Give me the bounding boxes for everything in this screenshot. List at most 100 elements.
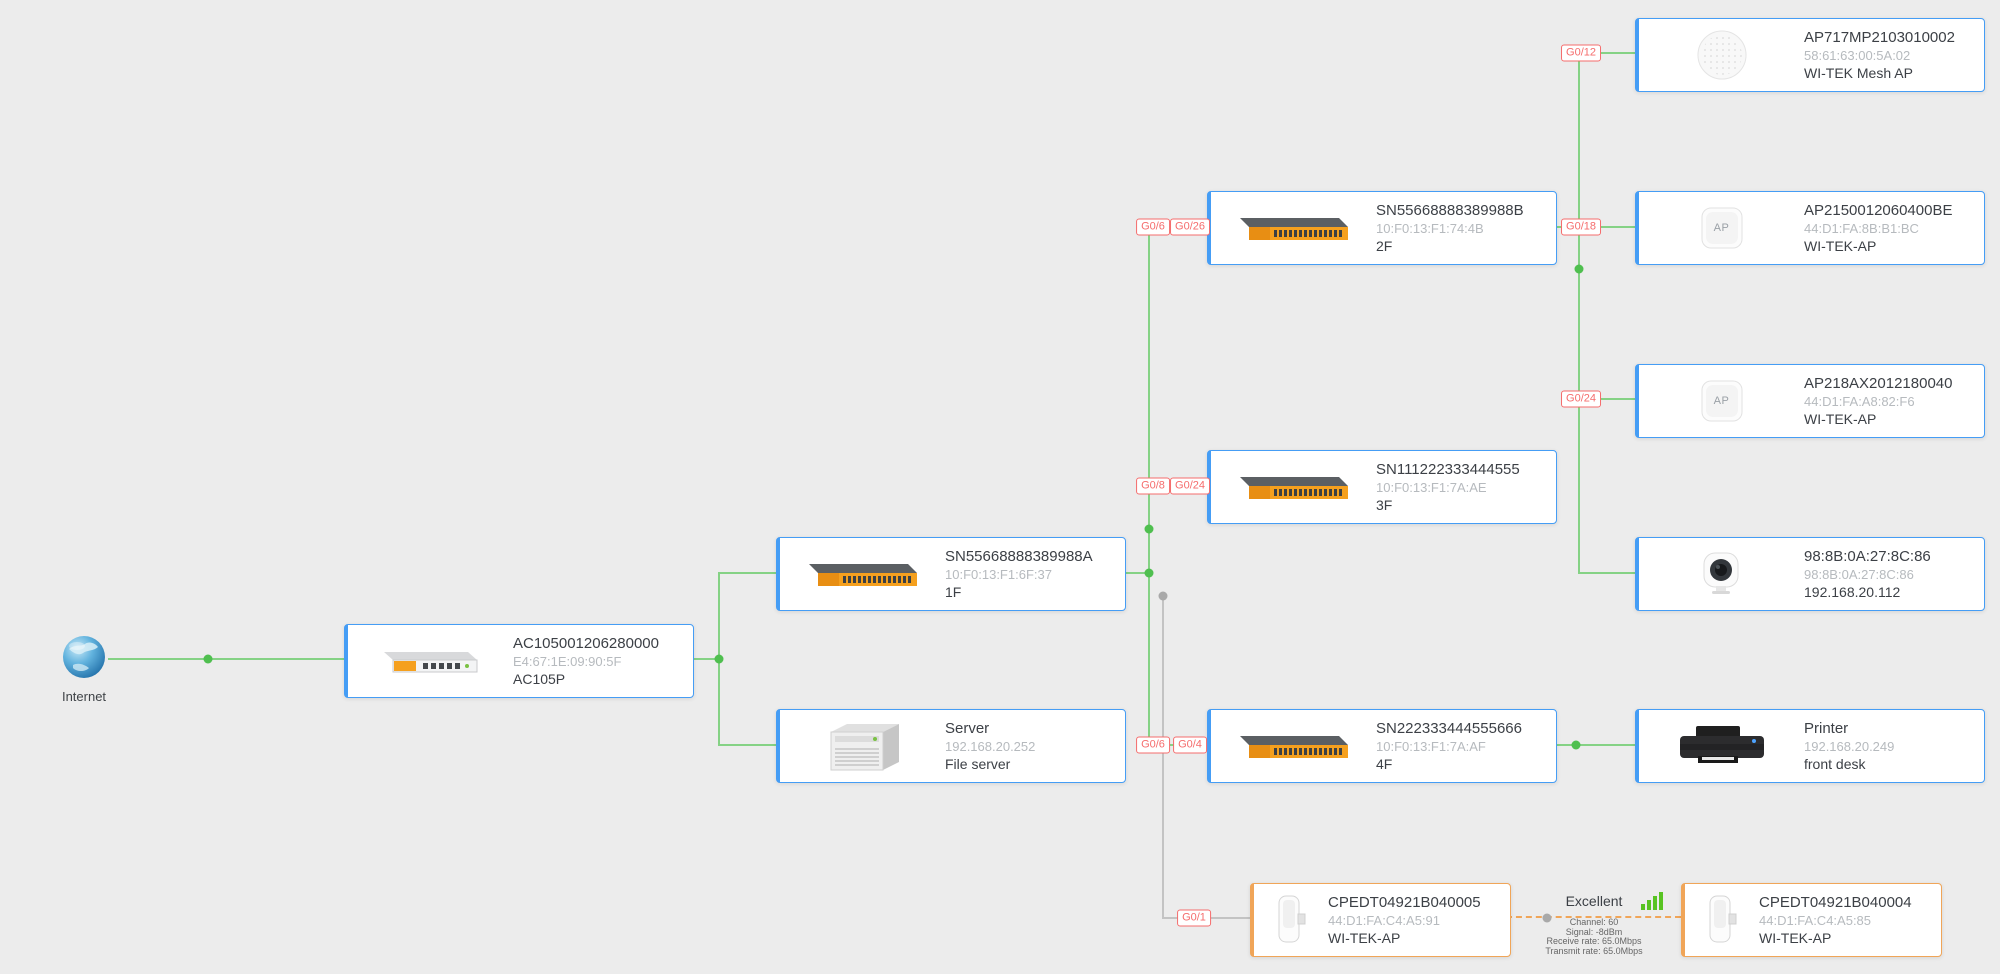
link-dot bbox=[1574, 264, 1584, 274]
device-name: CPEDT04921B040005 bbox=[1328, 893, 1481, 911]
node-switch-2f[interactable]: SN55668888389988B 10:F0:13:F1:74:4B 2F bbox=[1207, 191, 1557, 265]
camera-icon bbox=[1639, 538, 1804, 610]
node-file-server[interactable]: Server 192.168.20.252 File server bbox=[776, 709, 1126, 783]
device-mac: E4:67:1E:09:90:5F bbox=[513, 653, 622, 669]
device-ip: 192.168.20.249 bbox=[1804, 738, 1895, 754]
device-mac: 10:F0:13:F1:7A:AE bbox=[1376, 479, 1487, 495]
cpe-icon bbox=[1685, 884, 1759, 956]
signal-strength-icon bbox=[1641, 891, 1667, 916]
mesh-ap-icon bbox=[1639, 19, 1804, 91]
device-note: WI-TEK-AP bbox=[1804, 237, 1877, 254]
link-dot-inactive bbox=[1158, 591, 1168, 601]
device-note: front desk bbox=[1804, 755, 1866, 772]
link-dot bbox=[1144, 524, 1154, 534]
link-line-inactive bbox=[1162, 595, 1164, 919]
device-note: 3F bbox=[1376, 496, 1393, 513]
device-mac: 98:8B:0A:27:8C:86 bbox=[1804, 566, 1914, 582]
switch-icon bbox=[1211, 710, 1376, 782]
link-line bbox=[719, 744, 776, 746]
device-ip: 192.168.20.112 bbox=[1804, 583, 1901, 600]
port-label-ap2150[interactable]: G0/18 bbox=[1561, 218, 1601, 236]
wireless-quality: Excellent bbox=[1565, 893, 1623, 909]
ap-icon: AP bbox=[1639, 192, 1804, 264]
switch-icon bbox=[1211, 451, 1376, 523]
device-mac: 44:D1:FA:C4:A5:91 bbox=[1328, 912, 1441, 928]
node-switch-4f[interactable]: SN222333444555666 10:F0:13:F1:7A:AF 4F bbox=[1207, 709, 1557, 783]
device-name: AP717MP2103010002 bbox=[1804, 28, 1955, 46]
internet-node[interactable]: Internet bbox=[38, 634, 130, 704]
node-ac-controller[interactable]: AC105001206280000 E4:67:1E:09:90:5F AC10… bbox=[344, 624, 694, 698]
device-name: 98:8B:0A:27:8C:86 bbox=[1804, 547, 1931, 565]
node-ip-camera[interactable]: 98:8B:0A:27:8C:86 98:8B:0A:27:8C:86 192.… bbox=[1635, 537, 1985, 611]
node-cpe-1[interactable]: CPEDT04921B040005 44:D1:FA:C4:A5:91 WI-T… bbox=[1250, 883, 1511, 957]
device-note: AC105P bbox=[513, 670, 566, 687]
port-label-sw2f-b[interactable]: G0/26 bbox=[1170, 218, 1210, 236]
wireless-transmit-rate: Transmit rate: 65.0Mbps bbox=[1545, 945, 1643, 956]
device-mac: 44:D1:FA:C4:A5:85 bbox=[1759, 912, 1872, 928]
router-icon bbox=[348, 625, 513, 697]
port-label-mesh[interactable]: G0/12 bbox=[1561, 44, 1601, 62]
device-note: WI-TEK-AP bbox=[1804, 410, 1877, 427]
device-note: WI-TEK Mesh AP bbox=[1804, 64, 1913, 81]
node-printer[interactable]: Printer 192.168.20.249 front desk bbox=[1635, 709, 1985, 783]
device-note: 1F bbox=[945, 583, 962, 600]
node-mesh-ap[interactable]: AP717MP2103010002 58:61:63:00:5A:02 WI-T… bbox=[1635, 18, 1985, 92]
link-dot bbox=[1144, 568, 1154, 578]
link-dot-inactive bbox=[1542, 913, 1552, 923]
port-label-sw3f-a[interactable]: G0/8 bbox=[1136, 477, 1170, 495]
port-label-cpe[interactable]: G0/1 bbox=[1177, 909, 1211, 927]
ap-icon: AP bbox=[1639, 365, 1804, 437]
port-label-ap218[interactable]: G0/24 bbox=[1561, 390, 1601, 408]
link-line bbox=[1579, 572, 1635, 574]
device-name: AP218AX2012180040 bbox=[1804, 374, 1953, 392]
wireless-signal: Signal: -8dBm bbox=[1565, 926, 1623, 937]
wireless-link-line bbox=[1506, 916, 1681, 918]
device-ip: 192.168.20.252 bbox=[945, 738, 1036, 754]
port-label-sw3f-b[interactable]: G0/24 bbox=[1170, 477, 1210, 495]
device-name: SN55668888389988A bbox=[945, 547, 1093, 565]
device-name: SN55668888389988B bbox=[1376, 201, 1524, 219]
link-line bbox=[1579, 398, 1635, 400]
device-mac: 44:D1:FA:A8:82:F6 bbox=[1804, 393, 1915, 409]
device-note: File server bbox=[945, 755, 1011, 772]
port-label-sw2f-a[interactable]: G0/6 bbox=[1136, 218, 1170, 236]
switch-icon bbox=[1211, 192, 1376, 264]
link-line bbox=[1551, 744, 1635, 746]
node-switch-3f[interactable]: SN111222333444555 10:F0:13:F1:7A:AE 3F bbox=[1207, 450, 1557, 524]
switch-icon bbox=[780, 538, 945, 610]
wireless-receive-rate: Receive rate: 65.0Mbps bbox=[1546, 936, 1642, 946]
device-note: 2F bbox=[1376, 237, 1393, 254]
device-note: WI-TEK-AP bbox=[1328, 929, 1401, 946]
device-mac: 10:F0:13:F1:74:4B bbox=[1376, 220, 1484, 236]
link-dot bbox=[203, 654, 213, 664]
node-ap2150[interactable]: AP AP2150012060400BE 44:D1:FA:8B:B1:BC W… bbox=[1635, 191, 1985, 265]
device-name: Server bbox=[945, 719, 990, 737]
link-dot bbox=[1571, 740, 1581, 750]
port-label-sw4f-b[interactable]: G0/4 bbox=[1173, 736, 1207, 754]
server-icon bbox=[780, 710, 945, 782]
node-ap218ax[interactable]: AP AP218AX2012180040 44:D1:FA:A8:82:F6 W… bbox=[1635, 364, 1985, 438]
cpe-icon bbox=[1254, 884, 1328, 956]
port-label-sw4f-a[interactable]: G0/6 bbox=[1136, 736, 1170, 754]
device-note: 4F bbox=[1376, 755, 1393, 772]
link-line bbox=[1121, 572, 1149, 574]
device-note: WI-TEK-AP bbox=[1759, 929, 1832, 946]
link-dot bbox=[714, 654, 724, 664]
link-line bbox=[1578, 53, 1580, 574]
device-name: SN111222333444555 bbox=[1376, 460, 1520, 478]
device-name: Printer bbox=[1804, 719, 1849, 737]
device-mac: 10:F0:13:F1:6F:37 bbox=[945, 566, 1052, 582]
device-mac: 44:D1:FA:8B:B1:BC bbox=[1804, 220, 1919, 236]
device-name: CPEDT04921B040004 bbox=[1759, 893, 1912, 911]
internet-globe-icon bbox=[61, 636, 107, 684]
internet-label: Internet bbox=[61, 689, 107, 704]
printer-icon bbox=[1639, 710, 1804, 782]
device-mac: 10:F0:13:F1:7A:AF bbox=[1376, 738, 1486, 754]
device-name: AC105001206280000 bbox=[513, 634, 659, 652]
node-switch-1f[interactable]: SN55668888389988A 10:F0:13:F1:6F:37 1F bbox=[776, 537, 1126, 611]
wireless-channel: Channel: 60 bbox=[1569, 917, 1619, 927]
wireless-link-info: Excellent Channel: 60 Signal: -8dBm Rece… bbox=[1528, 893, 1660, 956]
node-cpe-2[interactable]: CPEDT04921B040004 44:D1:FA:C4:A5:85 WI-T… bbox=[1681, 883, 1942, 957]
device-name: SN222333444555666 bbox=[1376, 719, 1522, 737]
